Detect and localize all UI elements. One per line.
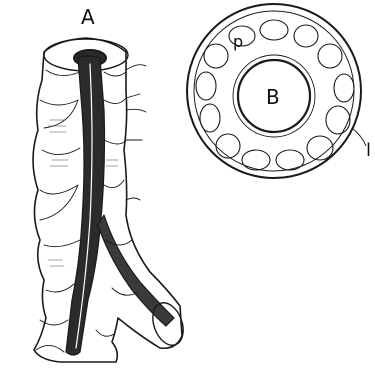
label-b: B bbox=[266, 85, 280, 109]
label-l: l bbox=[366, 140, 371, 161]
label-p: p bbox=[233, 32, 243, 51]
label-l-pointer bbox=[352, 128, 366, 146]
vessel-longitudinal bbox=[33, 38, 189, 362]
vessel-branch bbox=[98, 215, 174, 326]
label-a: A bbox=[81, 5, 95, 29]
vessel-trunk bbox=[66, 56, 105, 355]
